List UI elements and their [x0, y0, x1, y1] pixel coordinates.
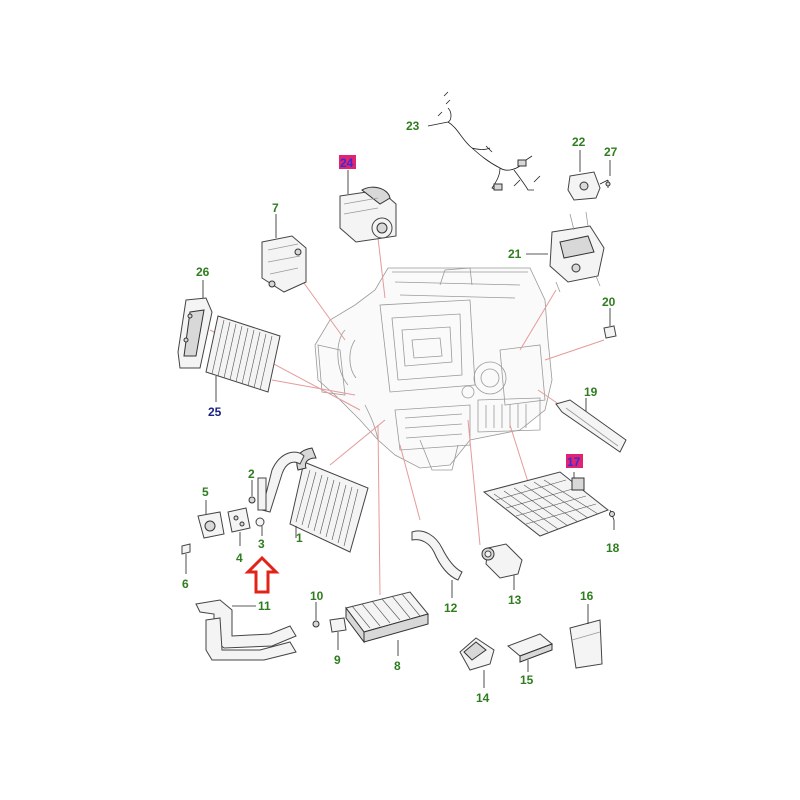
sensor-clip — [603, 308, 617, 339]
bracket-15 — [507, 633, 553, 672]
label-part-14: 14 — [476, 691, 490, 705]
label-part-10: 10 — [310, 589, 324, 603]
climate-control-module — [482, 471, 609, 537]
mounting-bracket — [481, 543, 523, 590]
o-ring-3 — [255, 517, 265, 536]
label-part-18: 18 — [606, 541, 620, 555]
label-part-24: 24 — [340, 156, 354, 170]
label-part-17: 17 — [567, 455, 581, 469]
highlight-box-24 — [339, 155, 356, 169]
expansion-valve-block — [197, 500, 225, 539]
label-part-2: 2 — [248, 467, 255, 481]
seal-plate — [227, 507, 251, 546]
hose-clip-10 — [312, 602, 320, 628]
refrigerant-pipes — [257, 451, 305, 513]
housing-cover — [261, 214, 307, 293]
label-part-20: 20 — [602, 295, 616, 309]
heater-matrix — [345, 591, 429, 656]
evaporator-core — [289, 447, 369, 553]
label-part-26: 26 — [196, 265, 210, 279]
screw-27 — [599, 160, 611, 188]
module-connector — [571, 477, 585, 491]
pollen-filter — [205, 315, 281, 402]
label-part-27: 27 — [604, 145, 618, 159]
label-part-9: 9 — [334, 653, 341, 667]
actuator-motor-upper — [567, 150, 601, 201]
harness-connector — [517, 159, 527, 167]
label-part-11: 11 — [258, 599, 271, 613]
label-part-16: 16 — [580, 589, 594, 603]
label-part-3: 3 — [258, 537, 265, 551]
blower-motor-actuator — [339, 170, 397, 243]
duct-clip-14 — [459, 637, 495, 688]
label-part-15: 15 — [520, 673, 534, 687]
harness-connector — [493, 183, 503, 191]
pipe-clip-2 — [248, 480, 256, 504]
drain-tube — [411, 530, 463, 598]
air-duct — [555, 398, 627, 453]
part-labels: 1 2 3 4 5 6 7 8 9 10 11 12 13 14 15 16 1… — [182, 119, 620, 705]
label-part-8: 8 — [394, 659, 401, 673]
label-part-23: 23 — [406, 119, 420, 133]
label-part-7: 7 — [272, 201, 279, 215]
bolt-6 — [181, 543, 191, 574]
label-part-25: 25 — [208, 405, 222, 419]
label-part-12: 12 — [444, 601, 458, 615]
label-part-1: 1 — [296, 531, 303, 545]
pollen-filter-frame — [177, 280, 213, 369]
pipe-connector-9 — [329, 617, 347, 650]
heater-hoses — [195, 599, 297, 661]
red-outline-up-arrow-icon — [244, 555, 280, 594]
label-part-5: 5 — [202, 485, 209, 499]
label-part-13: 13 — [508, 593, 522, 607]
mode-actuator — [526, 211, 605, 293]
label-part-22: 22 — [572, 135, 586, 149]
label-part-19: 19 — [584, 385, 598, 399]
wiring-harness — [427, 91, 541, 191]
screw-18 — [609, 509, 615, 530]
label-part-21: 21 — [508, 247, 522, 261]
label-part-4: 4 — [236, 551, 243, 565]
trim-panel-16 — [569, 604, 603, 669]
hvac-housing-assembly — [314, 267, 553, 471]
highlight-box-17 — [566, 454, 583, 468]
label-part-6: 6 — [182, 577, 189, 591]
